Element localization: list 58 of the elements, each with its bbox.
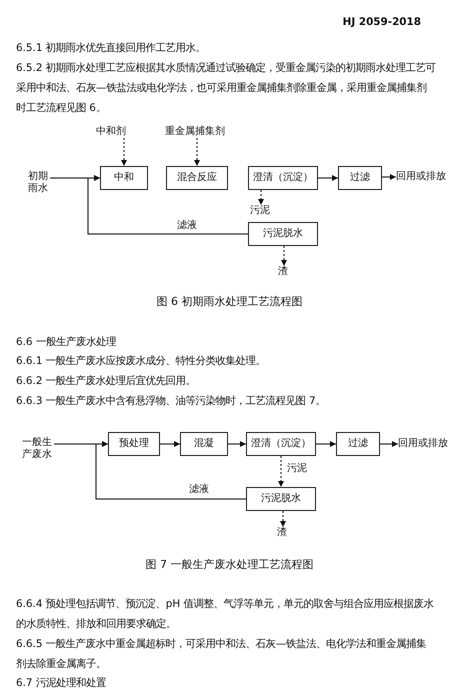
process-label: 混凝	[194, 438, 214, 450]
flow-label: 污泥	[250, 205, 272, 217]
flow-arrow	[380, 441, 398, 447]
flow-label: 渣	[277, 527, 289, 539]
figure-caption: 图 7 一般生产废水处理工艺流程图	[144, 557, 314, 573]
process-label: 过滤	[348, 438, 368, 450]
process-box	[108, 432, 160, 456]
edge-label: 污泥	[286, 463, 308, 475]
flow-arrow	[160, 441, 180, 447]
paragraph: 6.6.2 一般生产废水处理后宜优先回用。	[16, 374, 197, 389]
process-box	[246, 432, 316, 456]
paragraph: 6.6.4 预处理包括调节、预沉淀、pH 值调整、气浮等单元，单元的取舍与组合应用应根据废水的水质特性、排放和回用要求确定。	[16, 597, 434, 632]
dashed-arrow	[280, 510, 286, 528]
dashed-arrow	[278, 456, 284, 488]
process-label: 中和	[114, 172, 134, 184]
header-code: HJ 2059-2018	[342, 15, 421, 30]
process-label: 混合反应	[177, 172, 217, 184]
flow-label: 一般生产废水	[22, 437, 54, 461]
dashed-arrow	[194, 138, 200, 166]
process-label: 污泥脱水	[261, 493, 301, 505]
paragraph: 6.5.2 初期雨水处理工艺应根据其水质情况通过试验确定，受重金属污染的初期雨水处理工艺可采用中和法、石灰—铁盐法或电化学法，也可采用重金属捕集剂除重金属，采用重金属捕集剂时工艺流程见图 6。	[16, 61, 436, 116]
paragraph: 6.6.1 一般生产废水应按废水成分、特性分类收集处理。	[16, 354, 267, 369]
flow-arrow	[228, 441, 246, 447]
paragraph: 6.6.3 一般生产废水中含有悬浮物、油等污染物时，工艺流程见图 7。	[16, 394, 327, 409]
flow-arrow	[96, 441, 246, 500]
paragraph: 6.6.5 一般生产废水中重金属超标时，可采用中和法、石灰—铁盐法、电化学法和重金属捕集剂去除重金属离子。	[16, 637, 428, 672]
flow-label: 回用或排放	[398, 438, 450, 450]
process-box	[180, 432, 228, 456]
section-heading: 6.6 一般生产废水处理	[16, 335, 118, 350]
process-label: 澄清（沉淀）	[253, 172, 313, 184]
process-box	[100, 166, 148, 190]
process-box	[166, 166, 228, 190]
flow-arrow	[88, 175, 248, 234]
flow-arrow	[316, 441, 336, 447]
process-box	[248, 222, 318, 246]
flow-arrow	[318, 175, 338, 181]
process-label: 澄清（沉淀）	[251, 438, 311, 450]
figure-caption: 图 6 初期雨水处理工艺流程图	[156, 294, 304, 310]
flow-label: 回用或排放	[396, 171, 448, 183]
edge-label: 滤液	[176, 220, 198, 232]
process-label: 污泥脱水	[263, 228, 303, 240]
flow-label: 中和剂	[96, 126, 128, 138]
flow-label: 初期雨水	[28, 171, 50, 195]
process-label: 过滤	[350, 172, 370, 184]
flow-label: 渣	[278, 266, 290, 278]
dashed-arrow	[121, 138, 127, 166]
process-box	[248, 166, 318, 190]
process-label: 预处理	[119, 438, 149, 450]
dashed-arrow	[281, 246, 287, 266]
paragraph: 6.5.1 初期雨水优先直接回用作工艺用水。	[16, 41, 207, 56]
process-box	[246, 487, 316, 511]
process-box	[336, 432, 380, 456]
flow-arrow	[382, 174, 396, 180]
section-heading: 6.7 污泥处理和处置	[16, 676, 107, 688]
process-box	[338, 166, 382, 190]
flow-label: 重金属捕集剂	[165, 126, 227, 138]
edge-label: 滤液	[188, 484, 210, 496]
dashed-arrow	[258, 190, 264, 206]
